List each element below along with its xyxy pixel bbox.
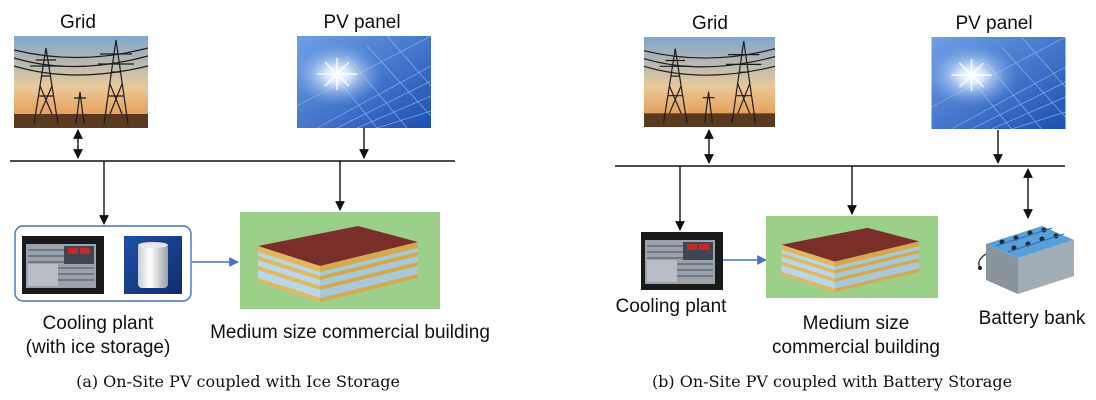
grid-pylon-image-a [14,36,148,128]
building-label-b: Medium size commercial building [772,312,940,360]
battery-bank-image [972,220,1082,298]
pv-panel-image-a [297,36,431,128]
chiller-image-a [22,236,104,294]
cooling-plant-label-a-line1: Cooling plant [42,313,154,334]
ice-storage-tank-image [124,236,182,294]
building-label-a: Medium size commercial building [210,322,490,343]
cooling-plant-box-a [14,225,192,302]
pv-panel-label-a: PV panel [323,12,401,33]
pv-panel-image-b [931,37,1066,129]
building-label-b-line1: Medium size [802,313,910,334]
cooling-plant-label-b: Cooling plant [615,296,727,317]
caption-a: (a) On-Site PV coupled with Ice Storage [76,372,400,391]
commercial-building-image-b [766,216,938,298]
chiller-image-b [641,232,723,290]
commercial-building-image-a [240,212,440,309]
building-label-b-line2: commercial building [772,337,940,358]
cooling-plant-label-a-line2: (with ice storage) [25,337,171,358]
grid-pylon-image-b [643,37,776,127]
battery-bank-label: Battery bank [978,308,1086,329]
grid-label-a: Grid [60,12,96,33]
cooling-plant-label-a: Cooling plant (with ice storage) [26,312,171,360]
caption-b: (b) On-Site PV coupled with Battery Stor… [651,372,1013,391]
pv-panel-label-b: PV panel [955,13,1033,34]
grid-label-b: Grid [692,13,728,34]
